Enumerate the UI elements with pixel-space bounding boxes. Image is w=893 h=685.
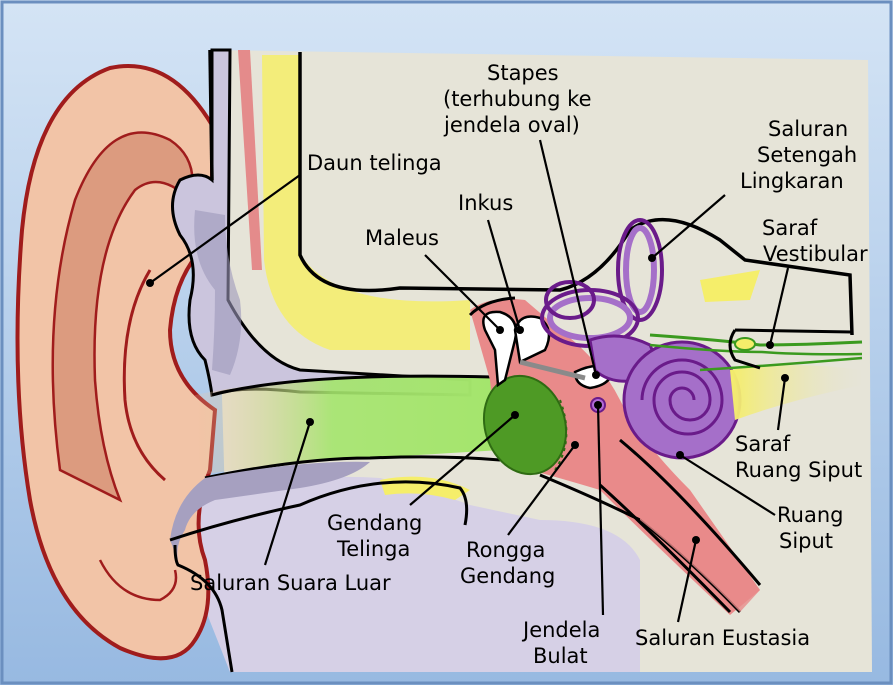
label-saraf-ruang-siput-line2: Ruang Siput — [735, 458, 862, 482]
label-saluran-setengah-line3: Lingkaran — [740, 169, 844, 193]
label-saluran-suara-luar: Saluran Suara Luar — [190, 571, 391, 595]
label-daun-telinga: Daun telinga — [307, 151, 442, 175]
label-saraf-vestibular-line1: Saraf — [762, 216, 818, 240]
label-stapes-line2: (terhubung ke — [443, 87, 592, 111]
label-inkus: Inkus — [458, 191, 513, 215]
label-maleus: Maleus — [365, 226, 439, 250]
label-jendela-bulat-line1: Jendela — [521, 618, 600, 642]
label-saraf-vestibular-line2: Vestibular — [763, 242, 868, 266]
vestibular-ganglion — [735, 338, 755, 350]
label-stapes-line1: Stapes — [487, 61, 559, 85]
label-stapes-line3: jendela oval) — [443, 113, 580, 137]
label-ruang-siput-line1: Ruang — [777, 503, 843, 527]
label-saluran-eustasia: Saluran Eustasia — [635, 626, 810, 650]
label-saluran-setengah-line2: Setengah — [757, 143, 857, 167]
label-jendela-bulat-line2: Bulat — [533, 644, 588, 668]
label-saraf-ruang-siput-line1: Saraf — [735, 432, 791, 456]
label-gendang-telinga-line2: Telinga — [336, 537, 410, 561]
label-gendang-telinga-line1: Gendang — [327, 511, 422, 535]
skull-contour-lower — [210, 50, 212, 180]
label-ruang-siput-line2: Siput — [779, 529, 833, 553]
label-saluran-setengah-line1: Saluran — [768, 117, 848, 141]
label-rongga-gendang-line1: Rongga — [466, 538, 545, 562]
cochlea — [624, 342, 740, 458]
label-rongga-gendang-line2: Gendang — [460, 564, 555, 588]
